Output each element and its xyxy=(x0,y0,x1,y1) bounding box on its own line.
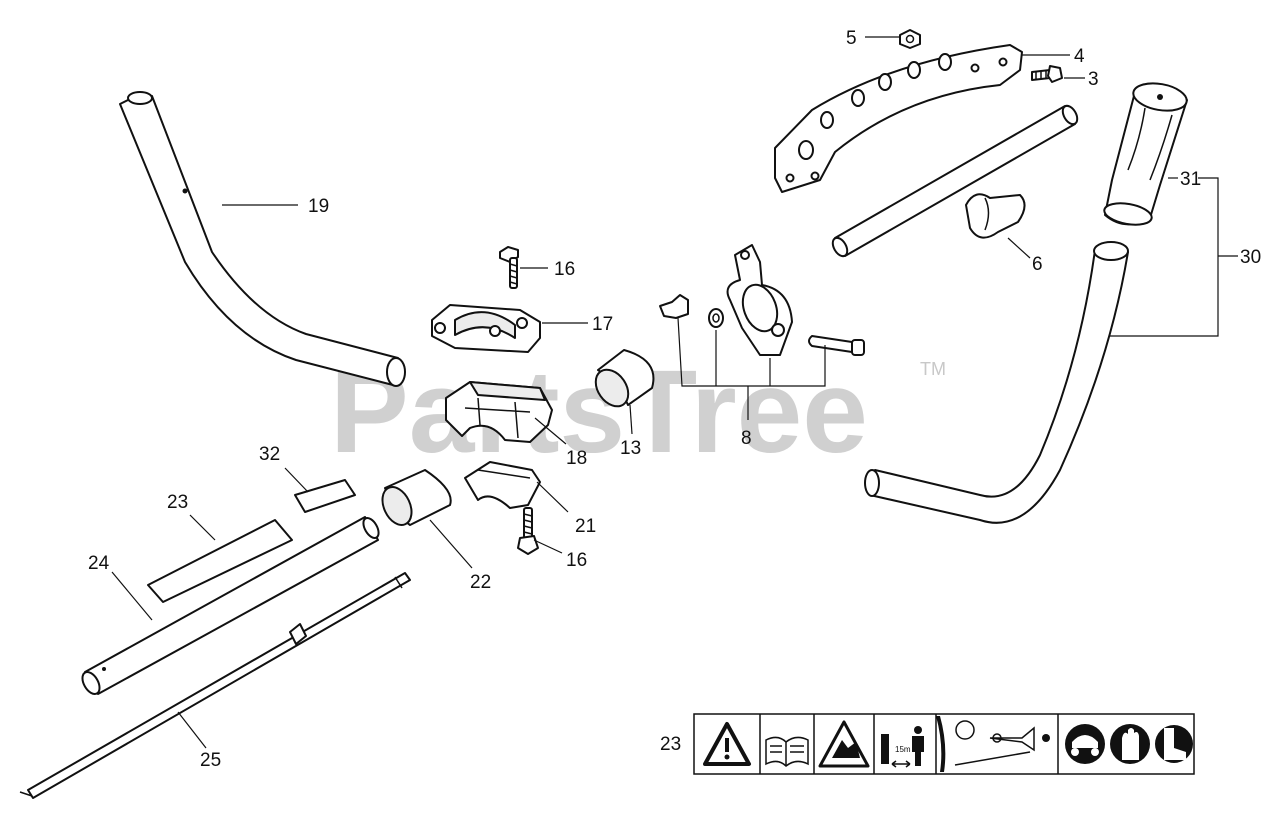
gloves-icon xyxy=(1110,724,1150,764)
part-30-right-handle[interactable] xyxy=(864,241,1129,524)
part-21-left-handle[interactable] xyxy=(119,91,406,387)
part-8-handle-clamp[interactable] xyxy=(659,244,865,356)
callout-32: 32 xyxy=(259,444,280,465)
boots-icon xyxy=(1155,725,1193,763)
callout-4: 4 xyxy=(1074,46,1085,67)
leader-lines xyxy=(111,36,1238,749)
callout-25: 25 xyxy=(200,750,221,771)
part-16-screw-bottom[interactable] xyxy=(517,507,539,555)
part-17-clamp-top[interactable] xyxy=(431,304,541,353)
part-5-nut[interactable] xyxy=(899,29,921,49)
part-16-screw-top[interactable] xyxy=(499,246,519,289)
callout-23-decal: 23 xyxy=(660,734,681,755)
watermark-trademark: TM xyxy=(920,359,946,379)
part-18-clamp-bottom[interactable] xyxy=(445,381,553,443)
thrown-object-warning-icon xyxy=(818,720,870,768)
part-32-decal[interactable] xyxy=(294,479,356,513)
safety-decal-strip[interactable]: 15m xyxy=(693,713,1195,775)
callout-16-bottom: 16 xyxy=(566,550,587,571)
part-3-screw[interactable] xyxy=(1031,65,1063,83)
callout-13: 13 xyxy=(620,438,641,459)
callout-3: 3 xyxy=(1088,69,1099,90)
callout-21: 19 xyxy=(308,196,329,217)
part-23-decal[interactable] xyxy=(147,519,293,603)
watermark: PartsTree xyxy=(330,346,868,478)
callout-18: 18 xyxy=(566,448,587,469)
callout-17: 17 xyxy=(592,314,613,335)
callout-23: 23 xyxy=(167,492,188,513)
callout-labels: 19 16 17 18 13 8 5 4 3 6 31 30 32 23 24 … xyxy=(88,28,1261,771)
part-31-grip[interactable] xyxy=(1103,80,1189,229)
callout-8: 8 xyxy=(741,428,752,449)
callout-6: 6 xyxy=(1032,254,1043,275)
part-22-sleeve[interactable] xyxy=(377,469,452,530)
read-manual-icon xyxy=(765,736,809,768)
part-25-drive-shaft[interactable] xyxy=(19,572,411,799)
callout-19: 21 xyxy=(575,516,596,537)
distance-label: 15m xyxy=(895,745,911,754)
callout-22: 22 xyxy=(470,572,491,593)
callout-5: 5 xyxy=(846,28,857,49)
part-handle-bar[interactable] xyxy=(830,103,1080,258)
part-13-sleeve[interactable] xyxy=(589,349,655,412)
callout-30: 30 xyxy=(1240,247,1261,268)
part-19-clamp-half[interactable] xyxy=(464,461,541,509)
person-distance-icon: 15m xyxy=(881,726,924,768)
part-4-bracket-plate[interactable] xyxy=(774,44,1023,193)
part-6-clip[interactable] xyxy=(965,193,1026,239)
eye-ear-protection-icon xyxy=(1065,724,1105,764)
part-24-shaft-tube[interactable] xyxy=(79,515,382,696)
warning-triangle-icon xyxy=(703,722,751,766)
callout-31: 31 xyxy=(1180,169,1201,190)
blade-kickback-icon xyxy=(936,716,1050,772)
callout-16-top: 16 xyxy=(554,259,575,280)
callout-24: 24 xyxy=(88,553,110,574)
